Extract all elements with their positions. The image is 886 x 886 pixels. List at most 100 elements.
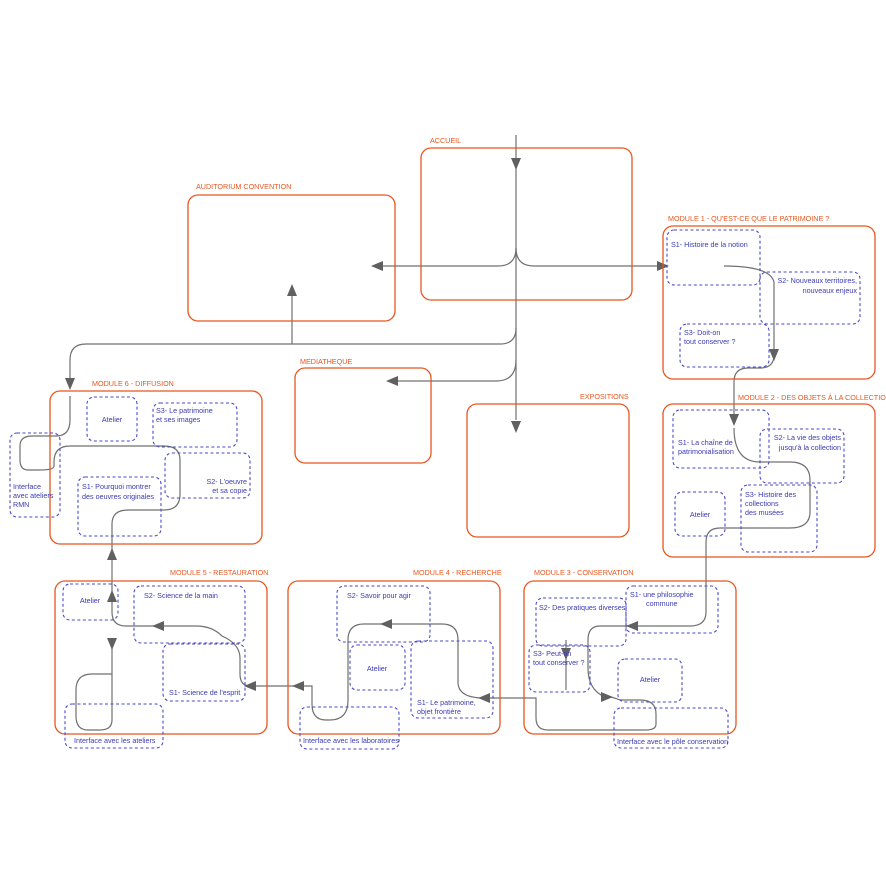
module3-atelier-label: Atelier xyxy=(640,675,661,684)
module3-s3: S3- Peut-on tout conserver ? xyxy=(528,644,591,693)
flow-module6-internal xyxy=(19,396,181,552)
module6-s1-label-2: des oeuvres originales xyxy=(82,492,154,501)
module1-s3-label-2: tout conserver ? xyxy=(684,337,736,346)
module5-s1-label: S1- Science de l'esprit xyxy=(169,688,240,697)
room-title-module2: MODULE 2 - DES OBJETS À LA COLLECTION xyxy=(738,393,886,402)
module5-interface-label: Interface avec les ateliers xyxy=(74,736,156,745)
room-title-accueil: ACCUEIL xyxy=(430,136,461,145)
module6-s2-label-2: et sa copie xyxy=(212,486,247,495)
module3-interface-label: Interface avec le pôle conservation xyxy=(617,737,728,746)
arrow-up-auditorium xyxy=(287,284,297,296)
arrow-left-module5 xyxy=(244,681,256,691)
room-accueil: ACCUEIL xyxy=(420,136,633,301)
module2-atelier: Atelier xyxy=(674,491,726,537)
room-expositions: EXPOSITIONS xyxy=(466,392,630,538)
module2-s1: S1- La chaîne de patrimonialisation xyxy=(672,409,770,469)
room-title-expositions: EXPOSITIONS xyxy=(580,392,629,401)
arrow-left-module4-out xyxy=(292,681,304,691)
module1-s3-label: S3- Doit-on xyxy=(684,328,720,337)
flow-to-mediatheque xyxy=(395,359,517,382)
module3-s1-label-2: commune xyxy=(646,599,678,608)
room-module5: MODULE 5 - RESTAURATION xyxy=(54,568,268,735)
room-title-auditorium: AUDITORIUM CONVENTION xyxy=(196,182,291,191)
module4-interface: Interface avec les laboratoires xyxy=(299,706,400,750)
module2-s3-label-3: des musées xyxy=(745,508,784,517)
flow-module5-internal xyxy=(158,625,251,687)
module5-s1: S1- Science de l'esprit xyxy=(162,643,246,702)
arrow-down-accueil xyxy=(511,158,521,170)
room-title-module6: MODULE 6 - DIFFUSION xyxy=(92,379,174,388)
room-title-module4: MODULE 4 - RECHERCHE xyxy=(413,568,502,577)
module6-atelier: Atelier xyxy=(86,396,138,442)
module3-s1-label: S1- une philosophie xyxy=(630,590,694,599)
module1-s3: S3- Doit-on tout conserver ? xyxy=(679,323,770,368)
module3-s1: S1- une philosophie commune xyxy=(625,585,719,634)
module1-s2-label-2: nouveaux enjeux xyxy=(803,286,858,295)
module6-interface-label-2: avec ateliers xyxy=(13,491,54,500)
flow-module3-internal xyxy=(587,625,632,698)
module2-s3-label-2: collections xyxy=(745,499,779,508)
module4-s2-label: S2- Savoir pour agir xyxy=(347,591,412,600)
room-module6: MODULE 6 - DIFFUSION xyxy=(49,379,263,545)
room-title-module5: MODULE 5 - RESTAURATION xyxy=(170,568,268,577)
module6-s3: S3- Le patrimoine et ses images xyxy=(152,402,238,448)
module2-s2: S2- La vie des objets jusqu'à la collect… xyxy=(759,428,845,484)
module6-interface: Interface avec ateliers RMN xyxy=(9,432,61,518)
room-module1: MODULE 1 - QU'EST-CE QUE LE PATRIMOINE ? xyxy=(662,214,876,380)
arrow-up-module5-atelier xyxy=(107,590,117,602)
arrow-right-module3-atelier xyxy=(601,692,613,702)
module5-s2: S2- Science de la main xyxy=(133,585,246,644)
module2-atelier-label: Atelier xyxy=(690,510,711,519)
module2-s1-label: S1- La chaîne de xyxy=(678,438,733,447)
arrow-left-mediatheque xyxy=(386,376,398,386)
module3-interface: Interface avec le pôle conservation xyxy=(613,707,729,749)
module1-s2: S2- Nouveaux territoires, nouveaux enjeu… xyxy=(759,271,861,325)
module5-atelier: Atelier xyxy=(62,583,119,621)
module4-s1-label-2: objet frontière xyxy=(417,707,461,716)
circulation-paths xyxy=(19,135,811,731)
module4-atelier: Atelier xyxy=(349,644,406,691)
module3-s3-label: S3- Peut-on xyxy=(533,649,571,658)
room-title-module1: MODULE 1 - QU'EST-CE QUE LE PATRIMOINE ? xyxy=(668,214,829,223)
module4-atelier-label: Atelier xyxy=(367,664,388,673)
module6-s1-label: S1- Pourquoi montrer xyxy=(82,482,151,491)
arrow-down-expositions xyxy=(511,421,521,433)
flow-accueil-to-auditorium xyxy=(380,247,517,267)
flow-accueil-to-module1 xyxy=(515,247,660,267)
arrow-down-module3-s3 xyxy=(561,648,571,660)
module4-s1-label: S1- Le patrimoine, xyxy=(417,698,476,707)
module1-s2-label: S2- Nouveaux territoires, xyxy=(778,276,858,285)
module3-s2: S2- Des pratiques diverses xyxy=(535,597,627,647)
module6-s2: S2- L'oeuvre et sa copie xyxy=(164,452,251,499)
arrow-left-module5-s2 xyxy=(152,621,164,631)
module3-s3-label-2: tout conserver ? xyxy=(533,658,585,667)
module2-s1-label-2: patrimonialisation xyxy=(678,447,734,456)
arrow-left-auditorium xyxy=(371,261,383,271)
room-module4: MODULE 4 - RECHERCHE xyxy=(287,568,502,735)
arrowheads xyxy=(65,158,779,703)
module6-interface-label: Interface xyxy=(13,482,41,491)
room-mediatheque: MEDIATHEQUE xyxy=(294,357,432,464)
room-title-module3: MODULE 3 - CONSERVATION xyxy=(534,568,633,577)
flow-module4-s2 xyxy=(300,623,386,721)
arrow-down-module5 xyxy=(107,638,117,650)
flow-module1-to-module2 xyxy=(733,354,775,418)
room-module3: MODULE 3 - CONSERVATION xyxy=(523,568,737,735)
module5-atelier-label: Atelier xyxy=(80,596,101,605)
module2-s2-label: S2- La vie des objets xyxy=(774,433,842,442)
room-auditorium: AUDITORIUM CONVENTION xyxy=(187,182,396,322)
arrow-left-module4 xyxy=(478,693,490,703)
module6-s3-label-2: et ses images xyxy=(156,415,201,424)
module5-s2-label: S2- Science de la main xyxy=(144,591,218,600)
module1-s1-label: S1- Histoire de la notion xyxy=(671,240,748,249)
module4-s2: S2- Savoir pour agir xyxy=(336,585,431,643)
flow-module4-internal xyxy=(386,623,485,699)
arrow-down-module2 xyxy=(729,414,739,426)
arrow-left-module4-s2 xyxy=(380,619,392,629)
module3-atelier: Atelier xyxy=(617,658,683,703)
module2-s2-label-2: jusqu'à la collection xyxy=(778,443,841,452)
module6-interface-label-3: RMN xyxy=(13,500,29,509)
room-title-mediatheque: MEDIATHEQUE xyxy=(300,357,352,366)
room-module2: MODULE 2 - DES OBJETS À LA COLLECTION xyxy=(662,393,886,558)
